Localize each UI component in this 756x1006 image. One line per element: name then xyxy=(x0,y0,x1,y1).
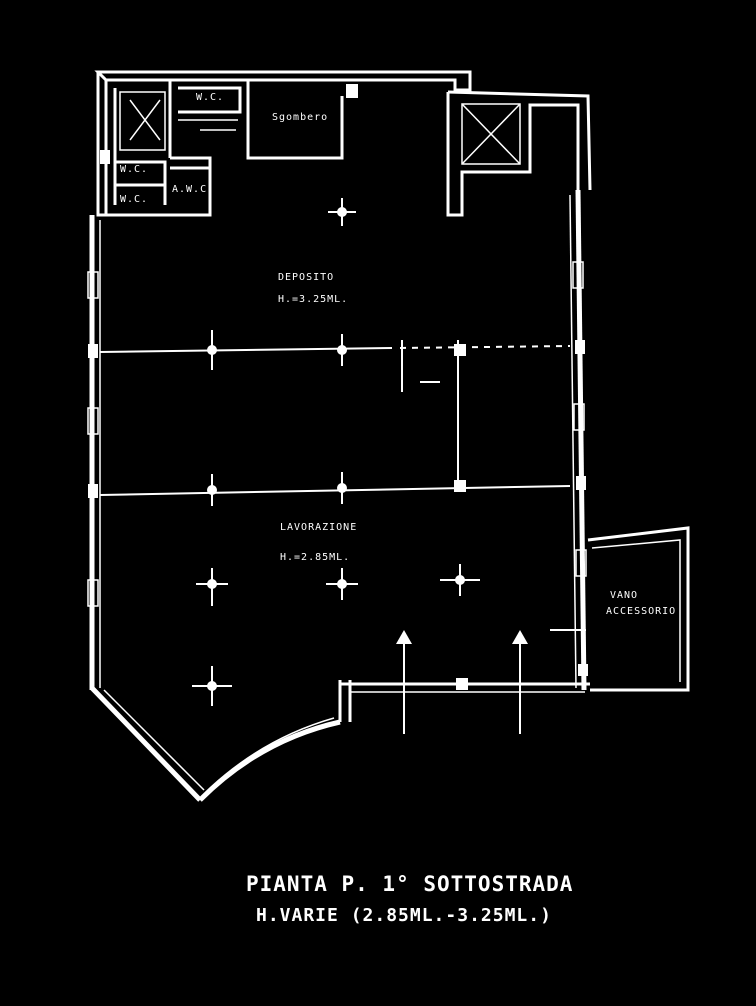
plan-subtitle: H.VARIE (2.85ML.-3.25ML.) xyxy=(256,905,552,926)
wall-column xyxy=(346,84,358,98)
room-label-wc-1: W.C. xyxy=(196,92,224,103)
room-label-vano: VANO xyxy=(610,590,638,601)
room-label-antiwc: A.W.C. xyxy=(172,184,214,195)
wall-column xyxy=(576,476,586,490)
column-marker xyxy=(337,472,347,504)
outer-walls xyxy=(89,70,690,802)
column-marker xyxy=(454,480,466,492)
column-marker xyxy=(454,344,466,356)
columns xyxy=(88,84,588,706)
wall-column xyxy=(88,484,98,498)
room-label-lavorazione: LAVORAZIONE xyxy=(280,522,357,533)
column-marker xyxy=(207,330,217,370)
room-label-storage: Sgombero xyxy=(272,112,328,123)
column-marker xyxy=(192,666,232,706)
room-label-wc-3: W.C. xyxy=(120,194,148,205)
room-label-deposito: DEPOSITO xyxy=(278,272,334,283)
entrance-arrows xyxy=(396,630,528,734)
room-label-accessorio: ACCESSORIO xyxy=(606,606,676,617)
wall-column xyxy=(100,150,110,164)
service-room-walls xyxy=(104,80,344,217)
column-marker xyxy=(440,564,480,596)
wall-column xyxy=(578,664,588,676)
room-height-deposito: H.=3.25ML. xyxy=(278,294,348,305)
room-height-lavorazione: H.=2.85ML. xyxy=(280,552,350,563)
column-marker xyxy=(207,474,217,506)
column-marker xyxy=(326,568,358,600)
column-marker xyxy=(337,334,347,366)
plan-title: PIANTA P. 1° SOTTOSTRADA xyxy=(246,872,574,896)
room-label-wc-2: W.C. xyxy=(120,164,148,175)
windows xyxy=(87,261,587,607)
wall-column xyxy=(88,344,98,358)
column-marker xyxy=(456,678,468,690)
column-marker xyxy=(196,568,228,606)
wall-column xyxy=(575,340,585,354)
column-marker xyxy=(328,198,356,226)
